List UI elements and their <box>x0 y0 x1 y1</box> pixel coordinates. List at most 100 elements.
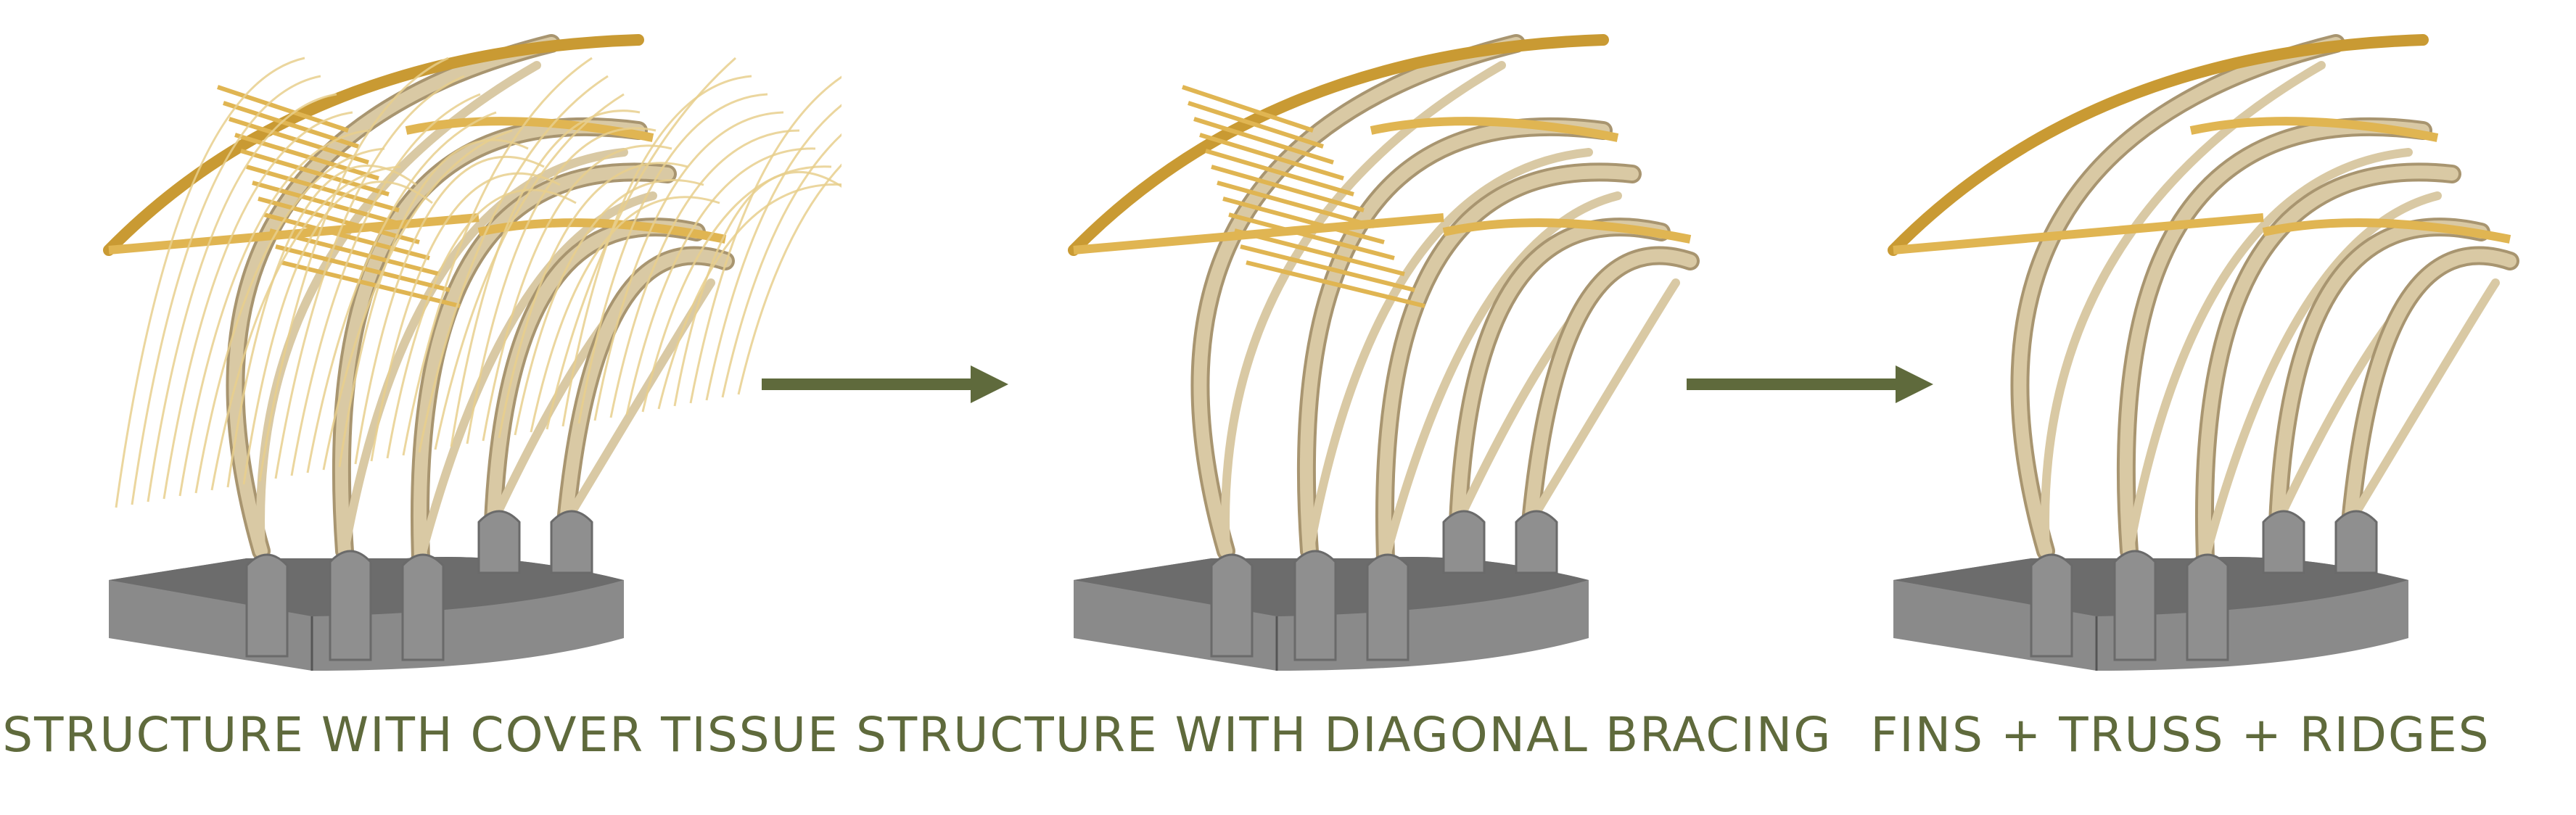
cover-strand-8 <box>242 181 433 485</box>
structure-group <box>1068 34 1700 671</box>
cover-strand-14 <box>338 138 529 468</box>
brace-2 <box>229 117 369 165</box>
ridge-secondary <box>1370 117 1619 142</box>
pillar-3 <box>477 510 521 574</box>
cover-strand-39 <box>737 163 841 395</box>
brace-1 <box>1188 101 1324 149</box>
pillar-1 <box>1293 550 1337 661</box>
fin-face-0 <box>1193 37 1523 558</box>
cover-strand-1 <box>131 75 321 505</box>
cover-strand-13 <box>322 129 513 471</box>
fin-inner-2 <box>416 191 657 563</box>
cover-strand-25 <box>514 178 704 436</box>
brace-7 <box>258 196 420 244</box>
cover-strand-19 <box>418 75 609 453</box>
pillar-4 <box>1515 510 1558 574</box>
cover-strand-6 <box>210 165 401 491</box>
truss-beam <box>1893 213 2264 255</box>
cover-strand-12 <box>306 111 497 473</box>
cover-strand-17 <box>386 189 577 459</box>
pillar-4 <box>2334 510 2378 574</box>
brace-3 <box>234 133 379 181</box>
fin-face-1 <box>334 120 645 558</box>
brace-11 <box>1246 260 1425 308</box>
pillar-2 <box>1366 553 1410 661</box>
pillar-0 <box>2030 553 2073 658</box>
cover-strand-0 <box>115 57 305 508</box>
cover-strand-16 <box>370 172 561 462</box>
fin-inner-4 <box>561 278 715 526</box>
brace-6 <box>1217 181 1375 228</box>
brace-11 <box>281 260 461 308</box>
brace-8 <box>1228 212 1395 260</box>
fin-inner-2 <box>2201 191 2442 563</box>
cover-strand-29 <box>577 93 768 424</box>
cover-strand-2 <box>147 93 337 502</box>
fin-inner-1 <box>340 148 628 555</box>
brace-7 <box>1222 196 1385 244</box>
fin-face-0 <box>229 37 558 558</box>
cover-strand-5 <box>194 147 385 494</box>
stage-panel-fins-truss-ridges: FINS + TRUSS + RIDGES <box>1785 0 2576 815</box>
pillar-4 <box>550 510 593 574</box>
fin-inner-4 <box>1526 278 1680 526</box>
brace-8 <box>263 212 430 260</box>
pillar-0 <box>1210 553 1254 658</box>
cover-strand-15 <box>354 155 545 465</box>
pillar-3 <box>1442 510 1486 574</box>
brace-10 <box>275 244 450 292</box>
cover-strand-23 <box>482 144 672 442</box>
ridge-main <box>103 34 644 256</box>
stage-caption: FINS + TRUSS + RIDGES <box>1870 707 2490 763</box>
ridge-tertiary <box>1442 218 1692 244</box>
cover-strand-27 <box>546 57 736 430</box>
cover-strand-36 <box>689 75 841 404</box>
ridge-main <box>1888 34 2429 256</box>
fin-face-0 <box>2013 37 2342 558</box>
fin-inner-0 <box>1221 61 1506 555</box>
cover-strand-37 <box>705 104 841 401</box>
structure-illustration <box>1068 34 1700 671</box>
stage-caption: STRUCTURE WITH COVER TISSUE <box>2 707 839 763</box>
brace-9 <box>269 228 440 276</box>
cover-strand-9 <box>258 57 449 482</box>
fin-face-1 <box>1299 120 1610 558</box>
brace-0 <box>1182 85 1314 133</box>
cover-strand-32 <box>625 147 816 415</box>
fin-inner-4 <box>2346 278 2500 526</box>
structure-illustration <box>103 34 841 671</box>
cover-strand-21 <box>450 109 641 447</box>
fin-inner-2 <box>1381 191 1622 563</box>
fin-inner-1 <box>1305 148 1593 555</box>
fin-face-4 <box>559 249 732 529</box>
brace-3 <box>1199 133 1344 181</box>
cover-strand-31 <box>609 129 800 418</box>
brace-4 <box>240 149 390 196</box>
brace-5 <box>1211 165 1365 212</box>
brace-0 <box>217 85 349 133</box>
stage-panel-diagonal-bracing: STRUCTURE WITH DIAGONAL BRACING <box>856 0 1830 815</box>
fin-face-1 <box>2119 120 2429 558</box>
pillar-1 <box>2113 550 2157 661</box>
ridge-secondary <box>2189 117 2439 142</box>
fin-face-4 <box>1524 249 1697 529</box>
cover-strand-30 <box>593 111 784 421</box>
cover-strand-22 <box>466 127 657 444</box>
structure-group <box>1888 34 2519 671</box>
cover-strand-20 <box>434 93 625 450</box>
cover-strand-7 <box>226 165 417 488</box>
fin-inner-0 <box>2041 61 2326 555</box>
cover-strand-11 <box>290 93 481 476</box>
fin-face-2 <box>2198 165 2458 565</box>
stage-panel-cover-tissue: STRUCTURE WITH COVER TISSUE <box>0 0 841 815</box>
brace-10 <box>1240 244 1415 292</box>
brace-4 <box>1205 149 1354 196</box>
cover-strand-3 <box>162 111 353 500</box>
cover-strand-38 <box>721 133 841 398</box>
fin-inner-1 <box>2125 148 2413 555</box>
ridge-main <box>1068 34 1609 256</box>
structure-illustration <box>1888 34 2519 671</box>
cover-strand-24 <box>498 162 688 439</box>
fin-face-2 <box>1378 165 1639 565</box>
